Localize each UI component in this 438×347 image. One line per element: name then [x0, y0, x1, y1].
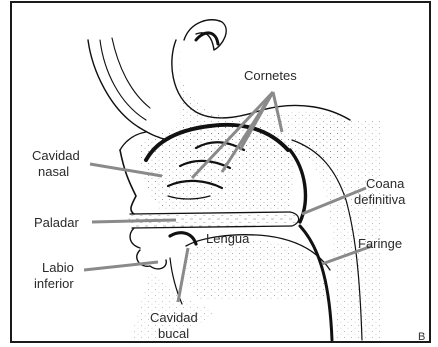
label-labio-inferior-line2: inferior: [34, 276, 74, 291]
label-coana-definitiva-line1: Coana: [366, 176, 405, 191]
label-cavidad-bucal-line1: Cavidad: [150, 310, 198, 325]
label-paladar: Paladar: [34, 215, 79, 230]
label-cavidad-nasal-line1: Cavidad: [32, 148, 80, 163]
label-cavidad-nasal-line2: nasal: [38, 164, 69, 179]
label-lengua: Lengua: [206, 231, 250, 246]
leader-paladar: [92, 220, 176, 222]
panel-letter: B: [418, 331, 425, 343]
label-cavidad-bucal-line2: bucal: [158, 326, 189, 341]
label-labio-inferior-line1: Labio: [42, 260, 74, 275]
leader-cavidad-bucal: [178, 248, 188, 302]
nasal-cavity: [120, 123, 294, 214]
label-faringe: Faringe: [358, 236, 402, 251]
label-cornetes: Cornetes: [244, 68, 297, 83]
label-coana-definitiva-line2: definitiva: [354, 192, 406, 207]
